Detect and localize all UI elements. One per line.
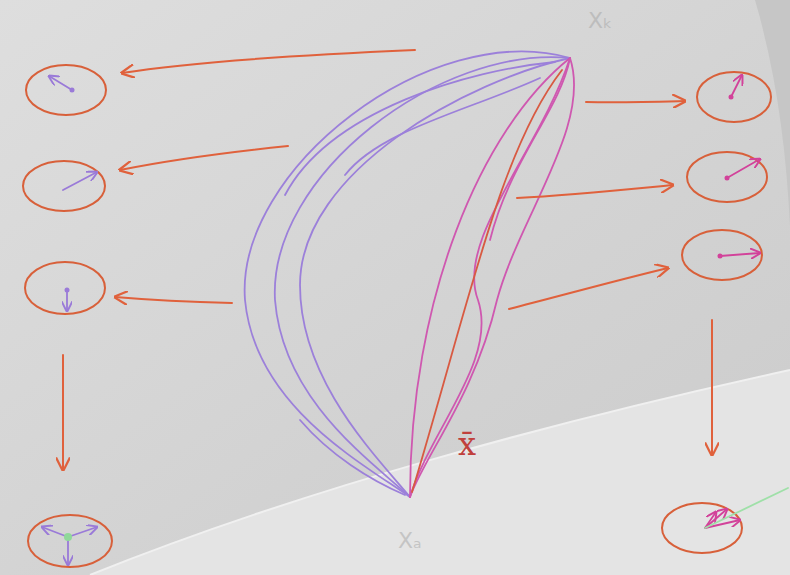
state-circles: [25, 262, 105, 314]
background: [90, 370, 790, 575]
point-label: Xₐ: [398, 530, 422, 552]
vector-dots: [64, 533, 72, 541]
pink-vectors: [720, 253, 760, 256]
state-circles: [662, 503, 742, 553]
pink-paths: [410, 58, 574, 497]
background: [90, 370, 790, 575]
purple-paths: [345, 78, 540, 175]
point-label: Xₖ: [588, 10, 612, 32]
pink-paths: [410, 58, 570, 497]
green-vector: [705, 488, 788, 528]
red-path: [412, 70, 562, 492]
mapping-arrows: [122, 50, 415, 73]
purple-vectors: [42, 527, 68, 537]
purple-vectors: [66, 290, 68, 311]
purple-paths: [245, 51, 570, 497]
state-circles: [28, 515, 112, 567]
pink-paths: [410, 58, 570, 497]
mapping-arrows: [120, 146, 288, 170]
state-circles: [23, 161, 105, 211]
pink-paths: [410, 58, 574, 497]
mapping-arrows: [63, 50, 712, 470]
purple-vectors: [49, 76, 72, 90]
state-circles: [682, 230, 762, 280]
state-circles: [697, 72, 771, 122]
purple-vectors: [63, 172, 97, 190]
purple-paths: [300, 58, 570, 497]
mapping-arrows: [62, 355, 64, 470]
state-circles: [26, 65, 106, 115]
mapping-arrows: [711, 320, 713, 455]
pink-vectors: [727, 159, 760, 178]
pink-vectors: [705, 75, 760, 528]
pink-vectors: [731, 75, 742, 97]
mapping-arrows: [586, 101, 685, 102]
pink-paths: [490, 58, 570, 240]
purple-vectors: [42, 76, 97, 565]
vector-dots: [70, 88, 75, 93]
vector-dots: [64, 88, 734, 542]
state-circles: [687, 152, 767, 202]
mapping-arrows: [517, 185, 673, 198]
mapping-arrows: [115, 297, 232, 303]
purple-paths: [245, 51, 570, 497]
purple-vectors: [67, 537, 69, 565]
purple-paths: [275, 57, 570, 497]
mapping-arrows: [509, 268, 668, 309]
purple-paths: [300, 420, 405, 495]
variable-label: x̄: [458, 428, 476, 460]
vector-dots: [65, 288, 70, 293]
purple-vectors: [68, 527, 97, 537]
red-path: [412, 70, 562, 492]
state-circles: [23, 65, 771, 567]
green-vector: [705, 488, 788, 528]
